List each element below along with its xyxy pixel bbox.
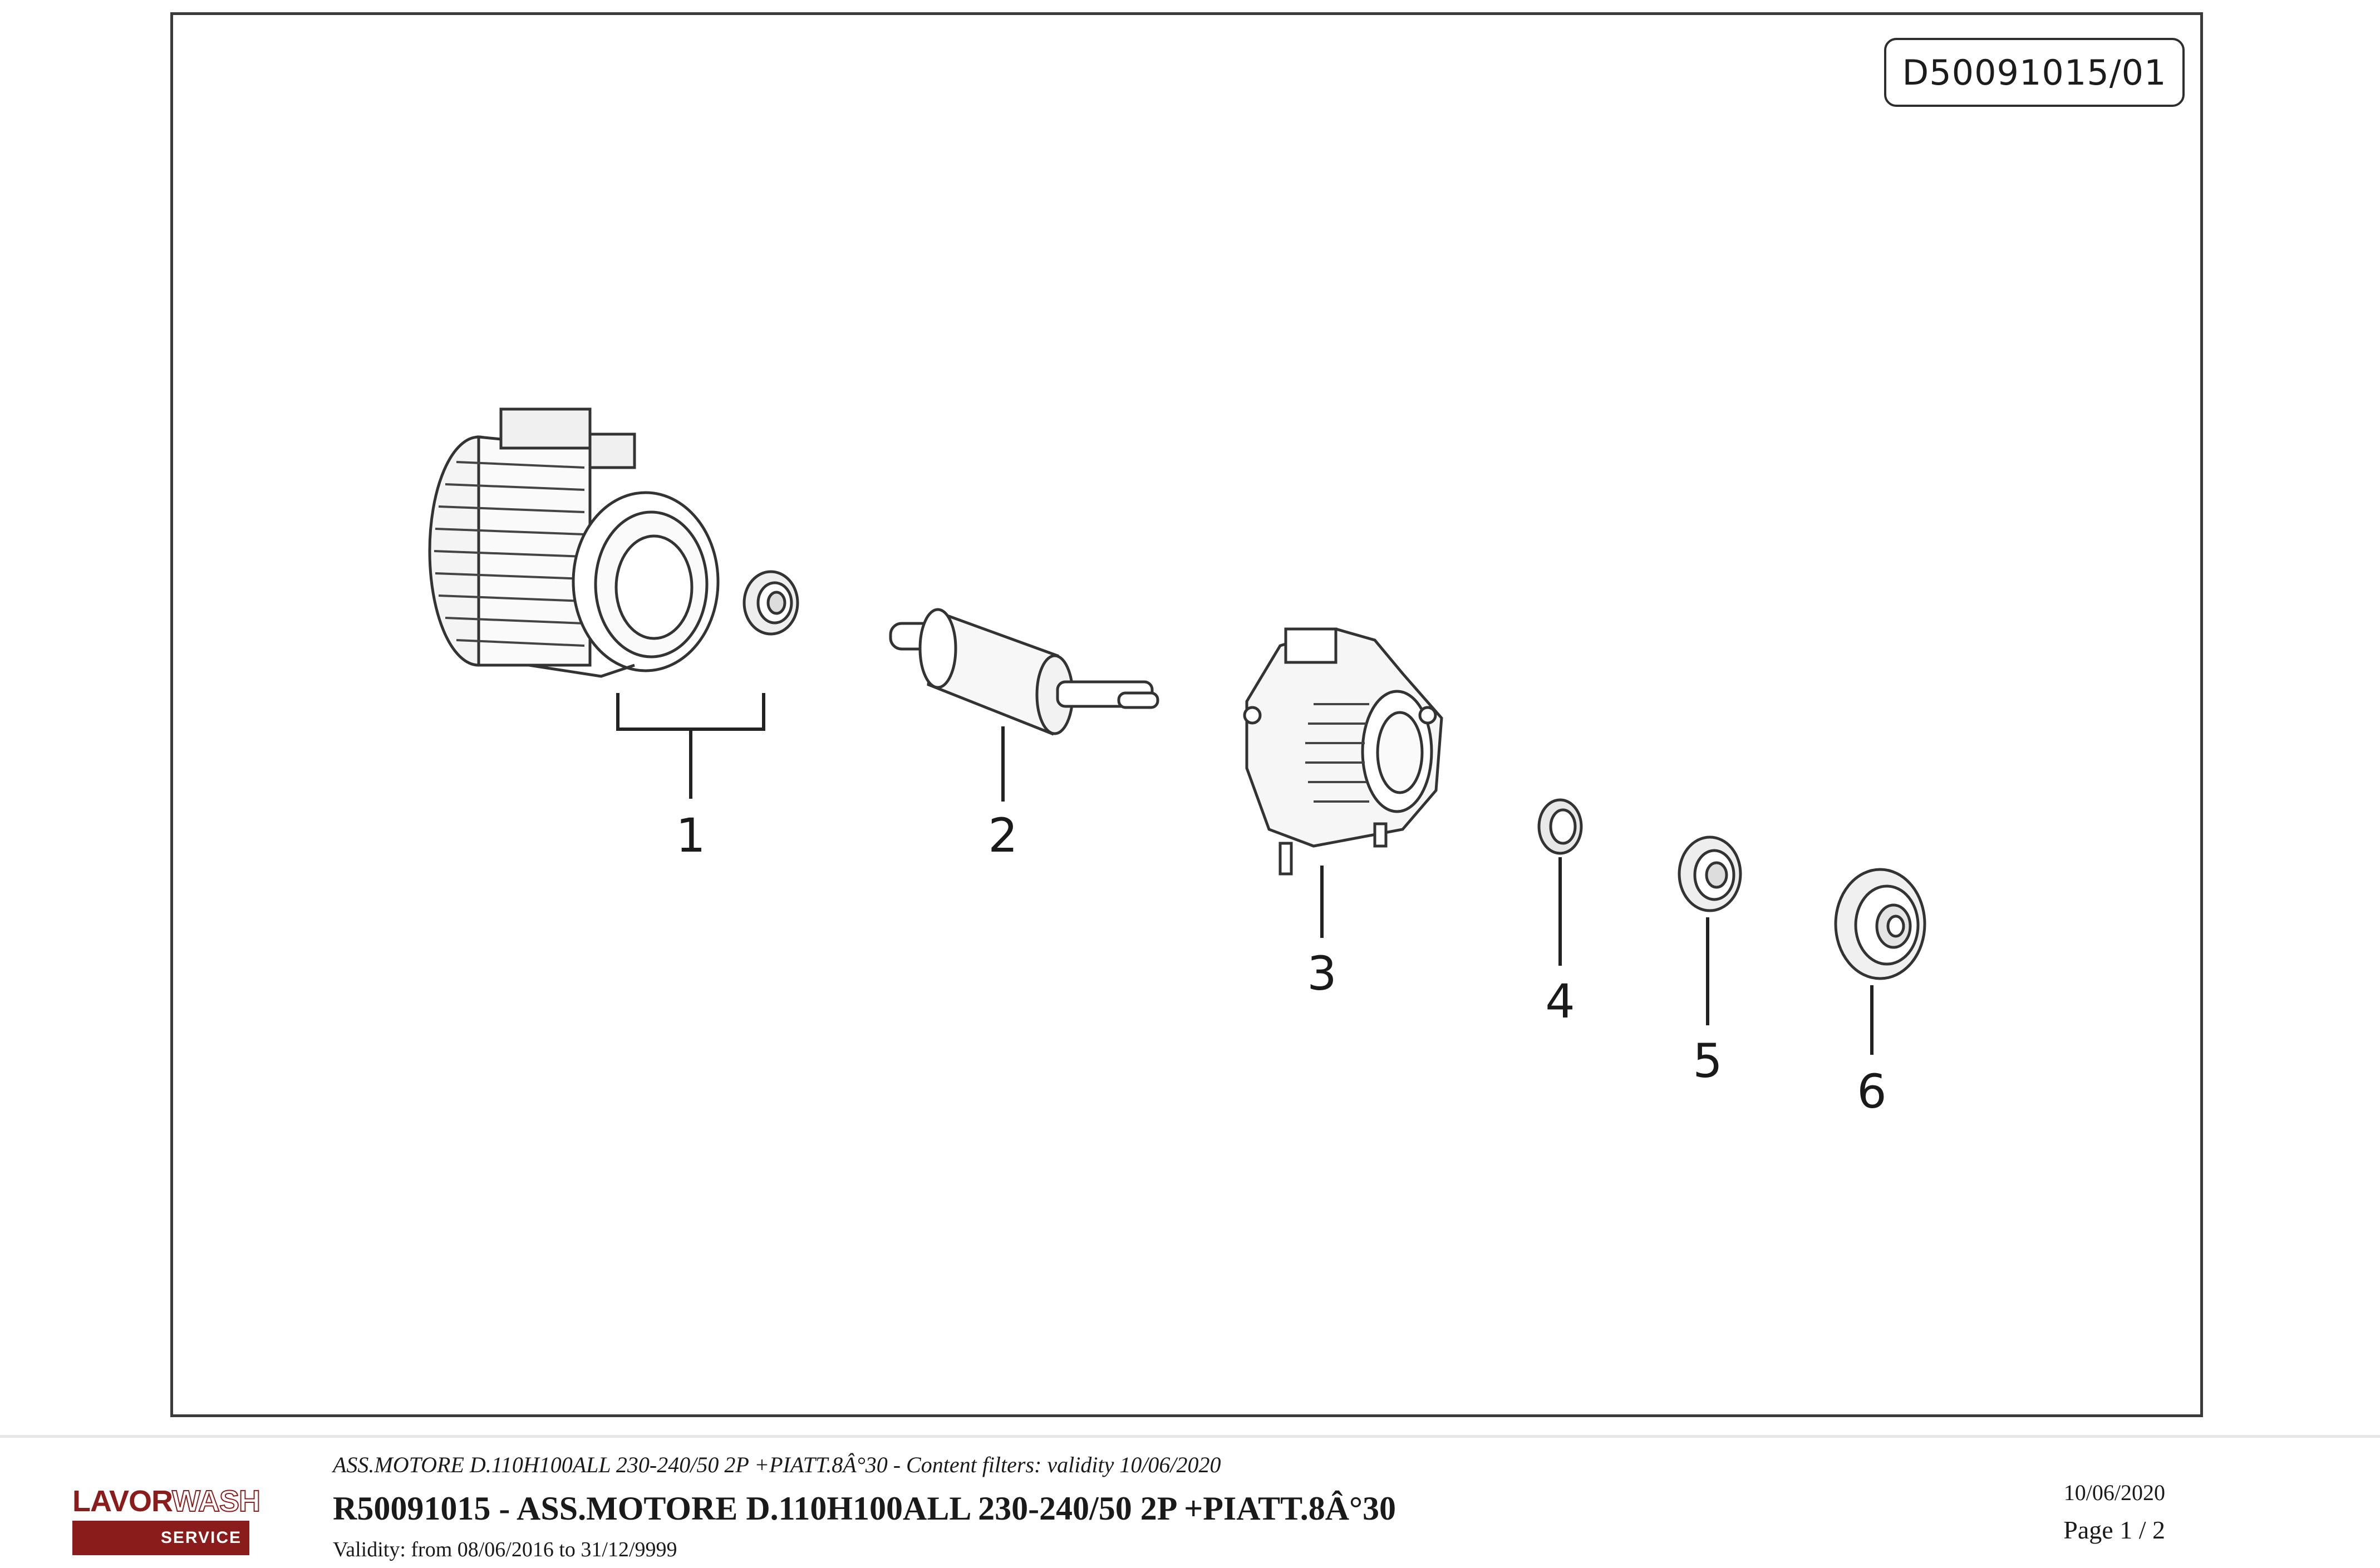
validity-range: Validity: from 08/06/2016 to 31/12/9999: [333, 1538, 677, 1561]
motor-housing-part[interactable]: [428, 407, 720, 678]
callout-6: 6: [1857, 1064, 1886, 1119]
document-title: R50091015 - ASS.MOTORE D.110H100ALL 230-…: [333, 1490, 1396, 1527]
callout-3: 3: [1307, 946, 1336, 1001]
rear-bearing-part[interactable]: [1678, 835, 1742, 912]
callout-1: 1: [676, 808, 705, 863]
callout-2: 2: [988, 808, 1017, 863]
footer-separator: [0, 1435, 2380, 1438]
front-bearing-part[interactable]: [742, 570, 799, 636]
seal-part[interactable]: [1537, 798, 1583, 855]
rotor-part[interactable]: [889, 608, 1159, 736]
lavorwash-service-logo: LAVORWASH SERVICE: [72, 1485, 261, 1556]
document-subtitle: ASS.MOTORE D.110H100ALL 230-240/50 2P +P…: [333, 1452, 1221, 1477]
motor-flange-part[interactable]: [1243, 627, 1443, 876]
swash-plate-part[interactable]: [1834, 868, 1926, 980]
callout-4: 4: [1545, 974, 1575, 1029]
callout-1-bracket: [616, 693, 765, 799]
callout-5: 5: [1693, 1034, 1722, 1088]
drawing-frame: [170, 12, 2203, 1417]
page-indicator: Page 1 / 2: [2063, 1516, 2165, 1544]
print-date: 10/06/2020: [2063, 1480, 2165, 1505]
drawing-code-label: D50091015/01: [1884, 38, 2185, 107]
